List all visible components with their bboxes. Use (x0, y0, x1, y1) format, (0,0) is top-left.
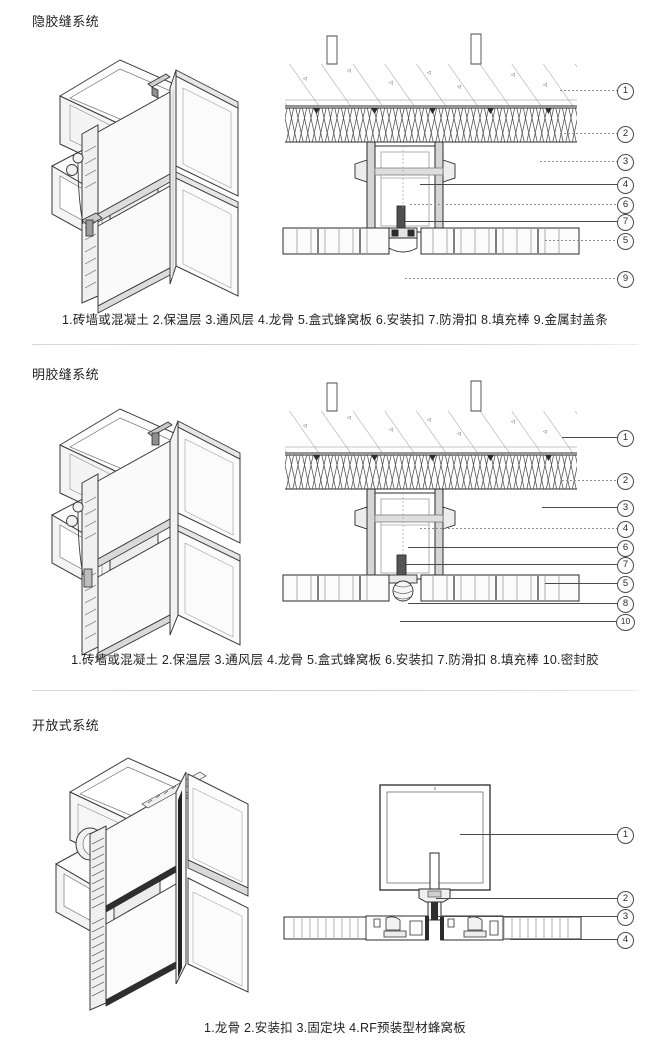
callout-leader-1 (460, 834, 618, 835)
callout-number-9[interactable]: 9 (617, 271, 634, 288)
callout-leader-6 (410, 204, 618, 205)
callout-number-8[interactable]: 8 (617, 596, 634, 613)
callout-leader-3 (540, 161, 618, 162)
section-caption: 1.龙骨 2.安装扣 3.固定块 4.RF预装型材蜂窝板 (204, 1021, 466, 1035)
callout-number-1[interactable]: 1 (617, 83, 634, 100)
callout-number-4[interactable]: 4 (617, 932, 634, 949)
callout-number-4[interactable]: 4 (617, 177, 634, 194)
svg-text:◁: ◁ (389, 427, 393, 433)
callout-number-1[interactable]: 1 (617, 430, 634, 447)
callout-leader-4 (420, 184, 618, 185)
callout-leader-5 (545, 240, 618, 241)
callout-number-3[interactable]: 3 (617, 154, 634, 171)
callout-leader-2 (562, 480, 618, 481)
callout-number-5[interactable]: 5 (617, 233, 634, 250)
section-caption: 1.砖墙或混凝土 2.保温层 3.通风层 4.龙骨 5.盒式蜂窝板 6.安装扣 … (71, 653, 599, 667)
callout-leader-3 (542, 507, 618, 508)
section-caption: 1.砖墙或混凝土 2.保温层 3.通风层 4.龙骨 5.盒式蜂窝板 6.安装扣 … (62, 313, 608, 327)
section-divider (32, 344, 638, 345)
callout-leader-8 (408, 603, 618, 604)
svg-text:◁: ◁ (457, 431, 461, 437)
callout-number-7[interactable]: 7 (617, 214, 634, 231)
callout-leader-4 (420, 528, 618, 529)
callout-leader-9 (405, 278, 618, 279)
callout-leader-6 (408, 547, 618, 548)
callout-number-4[interactable]: 4 (617, 521, 634, 538)
isometric-assembly-view (51, 48, 267, 314)
callout-leader-7 (405, 221, 618, 222)
callout-leader-1 (562, 437, 618, 438)
isometric-assembly-view (54, 748, 274, 1011)
cross-section-detail-view: ◁ ◁ ◁ ◁ ◁ ◁ ◁ (282, 380, 580, 620)
svg-text:◁: ◁ (389, 80, 393, 86)
callout-number-6[interactable]: 6 (617, 197, 634, 214)
svg-text:◁: ◁ (427, 70, 431, 76)
callout-leader-1 (560, 90, 618, 91)
svg-text:◁: ◁ (457, 84, 461, 90)
callout-number-2[interactable]: 2 (617, 891, 634, 908)
isometric-assembly-view (50, 397, 267, 661)
svg-text:◁: ◁ (303, 423, 307, 429)
callout-leader-2 (436, 898, 618, 899)
callout-leader-4 (510, 939, 618, 940)
section-title: 开放式系统 (32, 718, 100, 733)
section-open-joint-system: 开放式系统 (0, 690, 670, 1062)
svg-text:◁: ◁ (511, 419, 515, 425)
callout-number-7[interactable]: 7 (617, 557, 634, 574)
svg-text:◁: ◁ (303, 76, 307, 82)
callout-number-6[interactable]: 6 (617, 540, 634, 557)
callout-number-5[interactable]: 5 (617, 576, 634, 593)
callout-number-1[interactable]: 1 (617, 827, 634, 844)
callout-leader-2 (560, 133, 618, 134)
callout-leader-5 (545, 583, 618, 584)
section-title: 隐胶缝系统 (32, 14, 100, 29)
callout-number-2[interactable]: 2 (617, 126, 634, 143)
section-concealed-joint-system: 隐胶缝系统 (0, 0, 670, 345)
cross-section-detail-view (283, 784, 582, 945)
section-title: 明胶缝系统 (32, 367, 100, 382)
svg-text:◁: ◁ (511, 72, 515, 78)
svg-text:◁: ◁ (427, 417, 431, 423)
callout-number-10[interactable]: 10 (616, 614, 635, 631)
callout-leader-10 (400, 621, 618, 622)
svg-text:◁: ◁ (543, 82, 547, 88)
callout-leader-3 (438, 916, 618, 917)
callout-number-3[interactable]: 3 (617, 909, 634, 926)
section-divider (32, 690, 638, 691)
svg-text:◁: ◁ (347, 68, 351, 74)
section-exposed-joint-system: 明胶缝系统 (0, 345, 670, 691)
callout-number-2[interactable]: 2 (617, 473, 634, 490)
callout-leader-7 (404, 564, 618, 565)
svg-text:◁: ◁ (347, 415, 351, 421)
callout-number-3[interactable]: 3 (617, 500, 634, 517)
cross-section-detail-view: ◁ ◁ ◁ ◁ ◁ ◁ ◁ (282, 33, 580, 268)
svg-text:◁: ◁ (543, 429, 547, 435)
